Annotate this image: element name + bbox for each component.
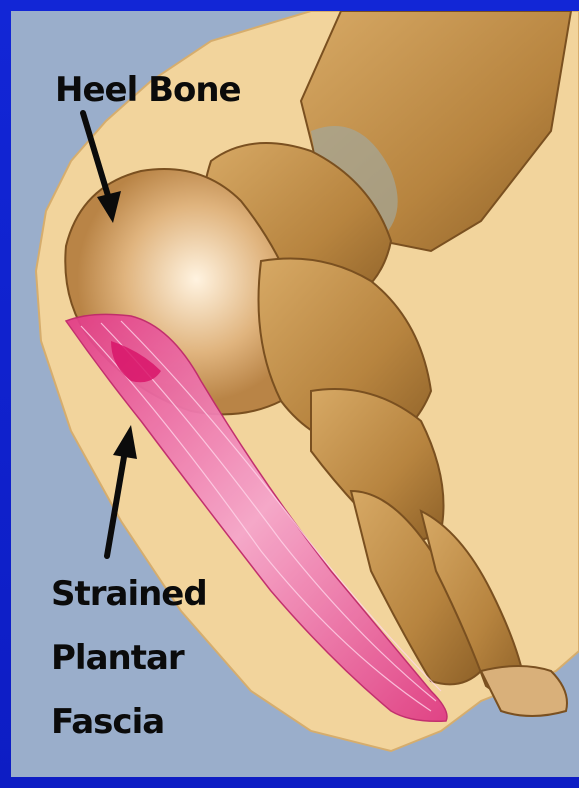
heel-bone-label: Heel Bone [55,73,241,107]
strained-label-line-2: Plantar [51,641,184,675]
strained-label-line-1: Strained [51,577,207,611]
toe-bones [481,666,567,716]
strained-label-line-3: Fascia [51,705,164,739]
diagram-panel: Heel Bone Strained Plantar Fascia [11,11,579,777]
